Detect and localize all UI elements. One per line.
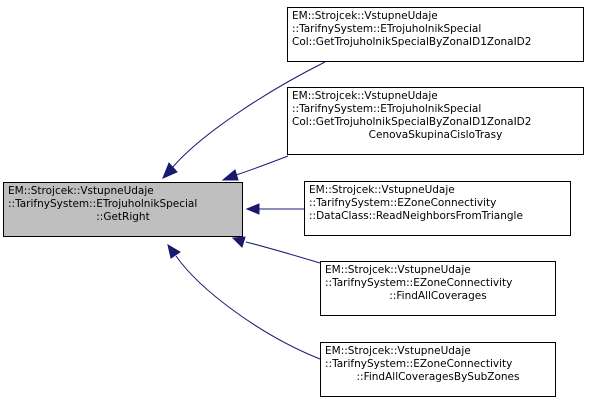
node-line: CenovaSkupinaCisloTrasy: [368, 129, 503, 141]
node-line: ::TarifnySystem::ETrojuholnikSpecial: [292, 23, 482, 35]
edge-arrowhead: [221, 169, 239, 181]
edge-line: [245, 241, 321, 264]
edge-caller-5: [167, 243, 321, 360]
caller-node-find-all-coverages[interactable]: EM::Strojcek::VstupneUdaje ::TarifnySyst…: [320, 261, 556, 316]
caller-node-read-neighbors-from-triangle[interactable]: EM::Strojcek::VstupneUdaje ::TarifnySyst…: [304, 181, 571, 236]
edge-arrowhead: [167, 243, 181, 259]
edge-caller-4: [231, 236, 321, 264]
node-line: ::TarifnySystem::EZoneConnectivity: [309, 197, 497, 209]
node-line: Col::GetTrojuholnikSpecialByZonaID1ZonaI…: [292, 36, 532, 48]
node-line: EM::Strojcek::VstupneUdaje: [292, 10, 438, 22]
node-line: EM::Strojcek::VstupneUdaje: [309, 184, 455, 196]
edge-line: [175, 255, 321, 360]
edge-arrowhead: [162, 162, 178, 179]
node-line: ::TarifnySystem::ETrojuholnikSpecial: [8, 198, 198, 210]
edge-arrowhead: [245, 203, 260, 215]
node-line: ::TarifnySystem::EZoneConnectivity: [325, 277, 513, 289]
node-line: ::TarifnySystem::EZoneConnectivity: [325, 358, 513, 370]
node-line: EM::Strojcek::VstupneUdaje: [292, 90, 438, 102]
caller-node-get-trojuholnik-special-by-zona-cenova[interactable]: EM::Strojcek::VstupneUdaje ::TarifnySyst…: [287, 87, 584, 155]
edge-caller-2: [221, 155, 289, 181]
node-line: ::FindAllCoverages: [389, 290, 487, 302]
focus-node-getright[interactable]: EM::Strojcek::VstupneUdaje ::TarifnySyst…: [3, 182, 243, 237]
caller-node-get-trojuholnik-special-by-zona[interactable]: EM::Strojcek::VstupneUdaje ::TarifnySyst…: [287, 7, 584, 62]
node-line: ::DataClass::ReadNeighborsFromTriangle: [309, 210, 523, 222]
node-line: Col::GetTrojuholnikSpecialByZonaID1ZonaI…: [292, 116, 532, 128]
edge-line: [235, 155, 289, 176]
edge-arrowhead: [231, 236, 246, 248]
edge-caller-3: [245, 203, 304, 215]
edge-caller-1: [162, 61, 326, 179]
node-line: EM::Strojcek::VstupneUdaje: [8, 185, 154, 197]
node-line: ::TarifnySystem::ETrojuholnikSpecial: [292, 103, 482, 115]
node-line: ::GetRight: [96, 211, 150, 223]
edge-line: [171, 61, 326, 169]
node-line: EM::Strojcek::VstupneUdaje: [325, 345, 471, 357]
caller-node-find-all-coverages-by-sub-zones[interactable]: EM::Strojcek::VstupneUdaje ::TarifnySyst…: [320, 342, 556, 397]
node-line: EM::Strojcek::VstupneUdaje: [325, 264, 471, 276]
node-line: ::FindAllCoveragesBySubZones: [356, 371, 520, 383]
